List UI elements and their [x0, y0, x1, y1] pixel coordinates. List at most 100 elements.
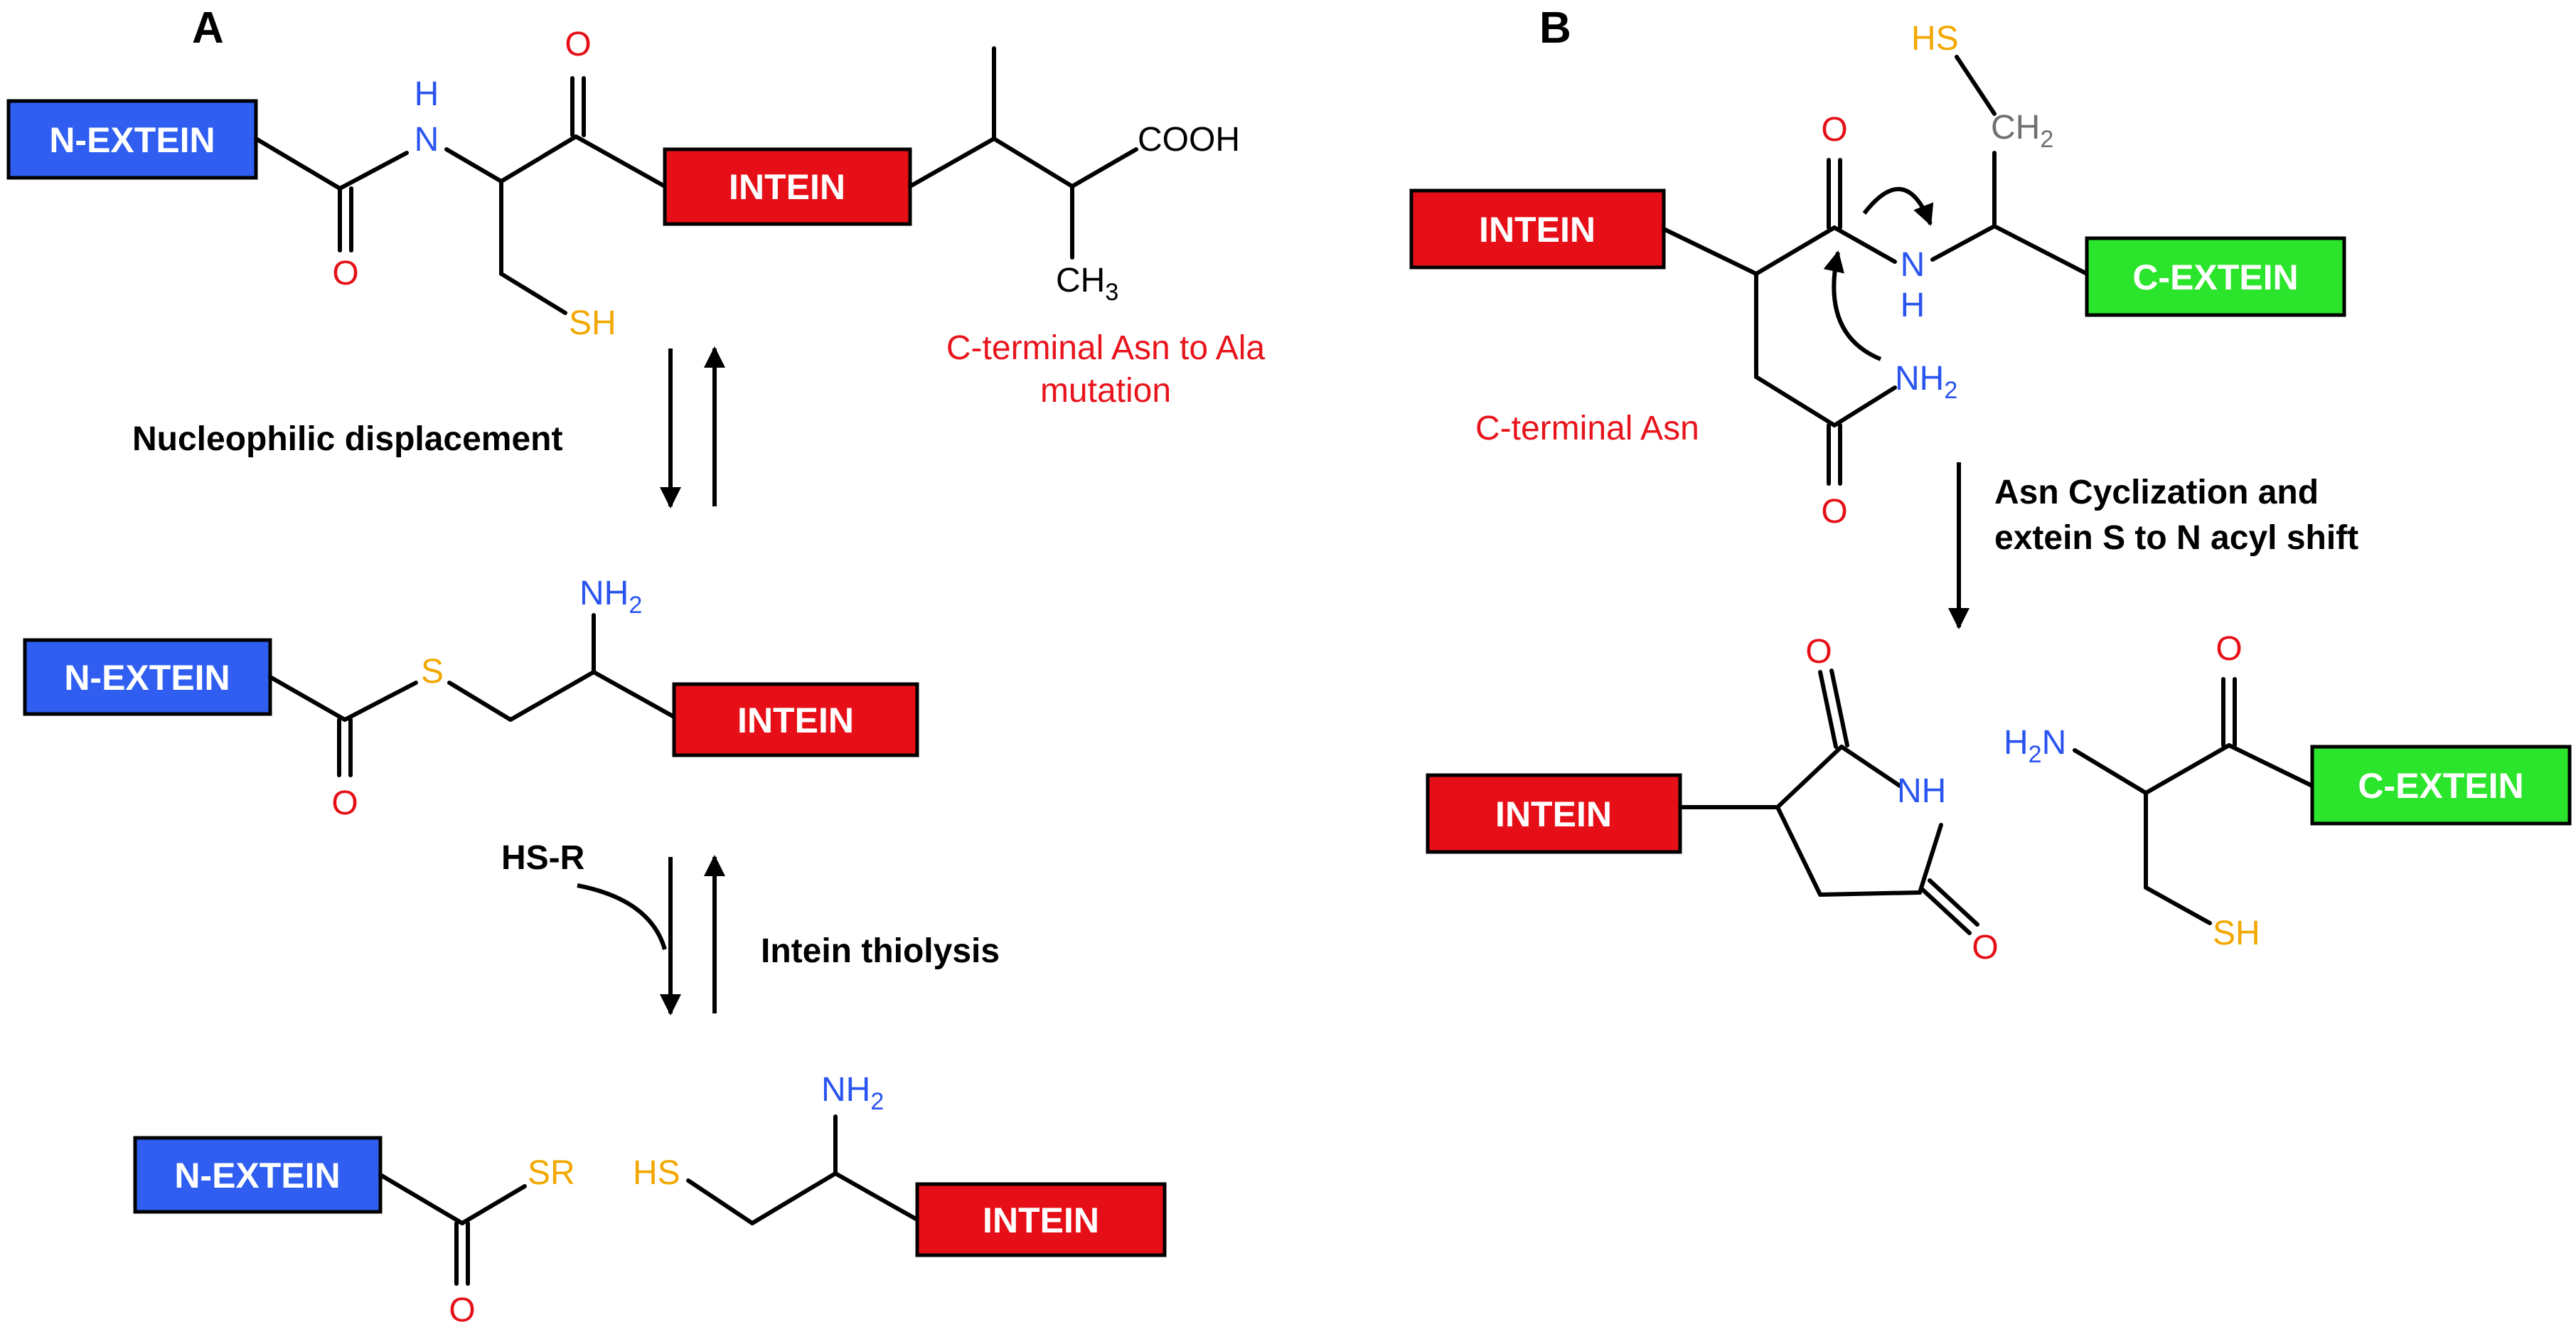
- bond: [1754, 225, 1837, 276]
- cyclization-curved-arrow: [1823, 250, 1882, 361]
- amine-group-a3: NH2: [821, 1071, 884, 1115]
- oxygen-atom: O: [1805, 633, 1832, 671]
- thiol-sh: SH: [569, 304, 616, 342]
- oxygen-atom: O: [565, 26, 591, 63]
- oxygen-atom: O: [1972, 929, 1998, 966]
- intein-label-a3: INTEIN: [983, 1200, 1099, 1240]
- bond: [2144, 743, 2231, 795]
- carbonyl-bond: [1928, 878, 1979, 927]
- ring-bond: [1775, 805, 1822, 897]
- bond: [378, 1173, 464, 1225]
- n-extein-label-a3: N-EXTEIN: [174, 1156, 340, 1195]
- bond: [268, 675, 347, 722]
- intein-box-a2: [672, 682, 919, 757]
- bond: [444, 147, 503, 183]
- oxygen-atom: O: [331, 784, 358, 822]
- step-nucleophilic-displacement: Nucleophilic displacement: [132, 420, 563, 458]
- hs-r-reagent: HS-R: [501, 839, 584, 877]
- n-extein-label-a1: N-EXTEIN: [49, 120, 215, 160]
- cys-thiol-hs: HS: [1911, 20, 1959, 58]
- mutation-note-line1: C-terminal Asn to Ala: [946, 329, 1266, 367]
- bond: [592, 670, 676, 719]
- ring-bond: [1839, 745, 1902, 788]
- oxygen-atom: O: [332, 255, 358, 292]
- a-row1-molecule: N-EXTEIN O H N O SH INTEIN COOH CH3 C-te…: [6, 26, 1266, 410]
- a-equilibrium-2: HS-R Intein thiolysis: [501, 839, 1000, 1016]
- methylene-group: CH2: [1991, 109, 2053, 153]
- intein-box-b2: [1426, 773, 1682, 854]
- bond: [1662, 227, 1758, 276]
- bond: [1832, 225, 1897, 264]
- bond: [499, 272, 567, 315]
- bond: [1832, 385, 1897, 427]
- bond: [447, 681, 513, 722]
- panel-b-label: B: [1539, 4, 1571, 53]
- carbonyl-bond: [1829, 668, 1849, 747]
- bond: [343, 681, 418, 722]
- carbonyl-bond: [1920, 887, 1972, 935]
- ring-bond: [1918, 823, 1943, 895]
- bond: [460, 1184, 527, 1225]
- c-terminal-asn-note: C-terminal Asn: [1475, 410, 1699, 447]
- amide-h-atom: H: [415, 75, 439, 113]
- step-line-1: Asn Cyclization and: [1994, 474, 2319, 511]
- oxygen-atom: O: [1821, 111, 1847, 149]
- c-extein-label-b1: C-EXTEIN: [2132, 257, 2298, 297]
- ring-bond: [1818, 890, 1922, 897]
- mutation-note-line2: mutation: [1040, 372, 1171, 410]
- oxygen-atom: O: [1821, 493, 1847, 531]
- intein-label-b2: INTEIN: [1495, 794, 1612, 834]
- bond: [992, 137, 1074, 188]
- thioester-sr: SR: [528, 1154, 575, 1192]
- thiol-attack-curve: [577, 883, 667, 950]
- oxygen-atom: O: [449, 1291, 475, 1329]
- bond: [1930, 224, 1997, 262]
- imide-nh: NH: [1897, 772, 1946, 810]
- amide-n-atom: N: [1901, 246, 1925, 284]
- bond: [2227, 743, 2314, 788]
- side-chain-amide-nh2: NH2: [1895, 360, 1957, 404]
- panel-a-label: A: [192, 4, 224, 53]
- bond: [833, 1171, 919, 1222]
- bond: [338, 151, 409, 191]
- bond: [1754, 375, 1837, 427]
- intein-label-a1: INTEIN: [729, 167, 845, 207]
- bond: [2073, 748, 2148, 795]
- amine-group-b: H2N: [2004, 724, 2066, 768]
- c-extein-box-b2: [2310, 745, 2572, 826]
- bond: [2144, 885, 2212, 925]
- n-extein-label-a2: N-EXTEIN: [64, 658, 230, 698]
- intein-label-b1: INTEIN: [1479, 210, 1596, 250]
- bond: [750, 1171, 838, 1225]
- oxygen-atom: O: [2216, 630, 2242, 668]
- bond: [1955, 55, 1997, 116]
- n-extein-box-a1: [6, 99, 258, 180]
- amide-n-atom: N: [415, 121, 439, 159]
- a-row2-molecule: N-EXTEIN O S NH2 INTEIN: [23, 575, 919, 822]
- thiol-sh-b: SH: [2213, 915, 2260, 952]
- thiol-hs: HS: [633, 1154, 680, 1192]
- bond: [1070, 147, 1138, 188]
- a-equilibrium-1: Nucleophilic displacement: [132, 346, 725, 508]
- step-line-2: extein S to N acyl shift: [1994, 519, 2358, 557]
- b-top-molecule: INTEIN O N H CH2 HS C-EXTEIN NH2 O C-ter…: [1409, 20, 2346, 531]
- intein-label-a2: INTEIN: [737, 701, 854, 740]
- bond: [254, 137, 342, 191]
- b-products: INTEIN O NH O H2N O SH C-EXTEIN: [1426, 630, 2572, 966]
- thioester-sulfur: S: [421, 653, 444, 691]
- amine-group-a2: NH2: [579, 575, 642, 619]
- intein-box-a3: [915, 1182, 1167, 1257]
- amide-h-atom: H: [1901, 287, 1925, 324]
- n-extein-box-a2: [23, 638, 272, 716]
- step-intein-thiolysis: Intein thiolysis: [761, 932, 1000, 970]
- c-extein-label-b2: C-EXTEIN: [2358, 766, 2523, 806]
- carboxyl-group: COOH: [1138, 121, 1240, 159]
- carbonyl-bond: [1818, 670, 1838, 749]
- intein-box-b1: [1409, 188, 1666, 270]
- ring-bond: [1775, 745, 1844, 809]
- bond: [574, 134, 667, 188]
- methyl-group: CH3: [1056, 262, 1118, 306]
- b-reaction-arrow: Asn Cyclization and extein S to N acyl s…: [1948, 462, 2358, 629]
- acyl-shift-curved-arrow: [1862, 186, 1934, 226]
